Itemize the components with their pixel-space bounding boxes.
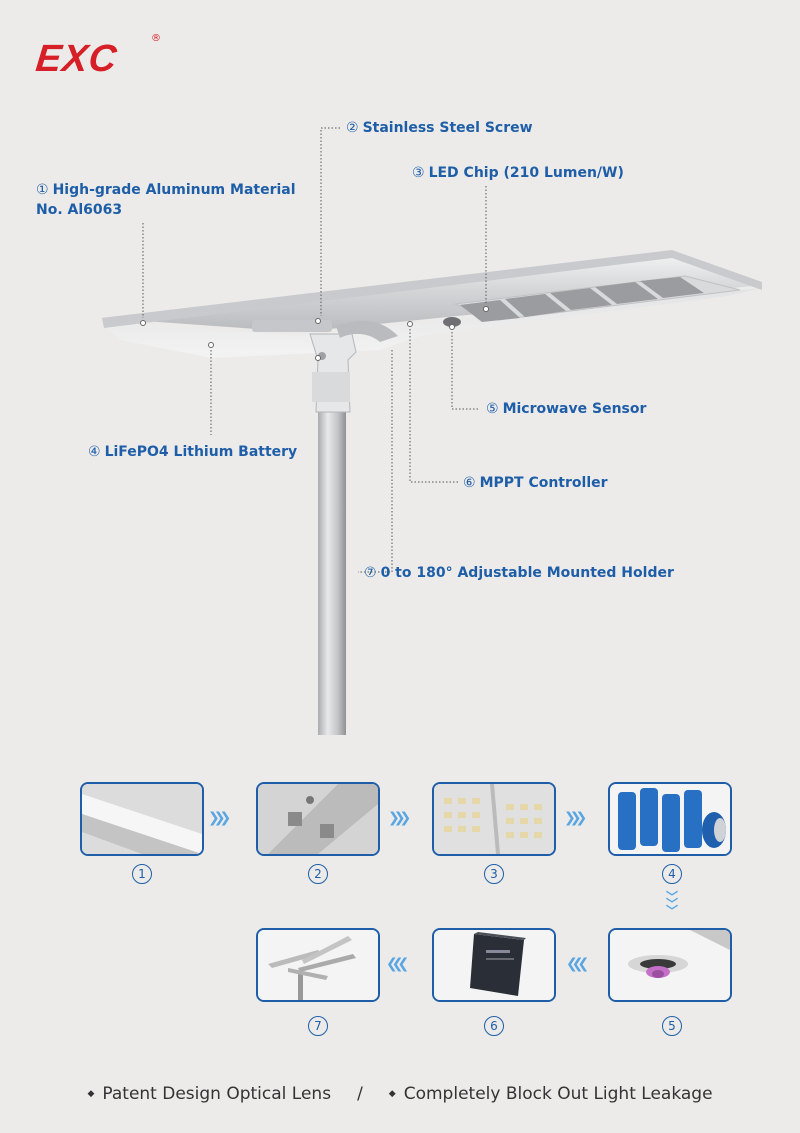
thumb-screw [256, 782, 380, 856]
callout-number: ① [36, 182, 49, 198]
thumb-aluminum [80, 782, 204, 856]
step-number: 3 [484, 864, 504, 884]
mount-holder [252, 320, 398, 413]
step-number: 2 [308, 864, 328, 884]
footer-features: ◆ Patent Design Optical Lens / ◆ Completely … [0, 1084, 800, 1104]
callout-number: ④ [88, 444, 101, 460]
callout-text: Microwave Sensor [502, 401, 647, 417]
step-number: 1 [132, 864, 152, 884]
callout-text: 0 to 180° Adjustable Mounted Holder [380, 565, 674, 581]
bullet-icon: ◆ [87, 1089, 95, 1099]
callout-text-line2: No. Al6063 [36, 202, 123, 218]
registered-mark: ® [151, 33, 161, 44]
feature-optical-lens: Patent Design Optical Lens [102, 1084, 332, 1104]
arrow-left-icon: ❮❮❮ [386, 956, 409, 972]
callout-number: ③ [412, 165, 425, 181]
thumb-holder [256, 928, 380, 1002]
callout-text: LED Chip (210 Lumen/W) [428, 165, 624, 181]
microwave-sensor [443, 317, 461, 327]
thumb-mppt [432, 928, 556, 1002]
callout-number: ② [346, 120, 359, 136]
callout-number: ⑤ [486, 401, 499, 417]
callout-text: MPPT Controller [479, 475, 608, 491]
callout-text: Stainless Steel Screw [362, 120, 533, 136]
step-number: 7 [308, 1016, 328, 1036]
arrow-down-icon: ﹀﹀﹀ [665, 890, 678, 918]
led-panel [454, 275, 741, 322]
arrow-right-icon: ❯❯❯ [208, 810, 231, 826]
step-number: 4 [662, 864, 682, 884]
arrow-left-icon: ❮❮❮ [566, 956, 589, 972]
callout-number: ⑦ [364, 565, 377, 581]
separator: / [357, 1084, 363, 1104]
pole [318, 390, 346, 735]
arrow-right-icon: ❯❯❯ [388, 810, 411, 826]
step-number: 6 [484, 1016, 504, 1036]
arrow-right-icon: ❯❯❯ [564, 810, 587, 826]
callout-number: ⑥ [463, 475, 476, 491]
street-light-illustration [102, 127, 762, 735]
thumb-led [432, 782, 556, 856]
thumb-battery [608, 782, 732, 856]
bullet-icon: ◆ [388, 1089, 396, 1099]
callout-text: High-grade Aluminum Material [52, 182, 296, 198]
step-number: 5 [662, 1016, 682, 1036]
callout-text: LiFePO4 Lithium Battery [104, 444, 298, 460]
thumb-sensor [608, 928, 732, 1002]
lamp-housing-top [102, 250, 762, 332]
feature-light-leakage: Completely Block Out Light Leakage [403, 1084, 713, 1104]
